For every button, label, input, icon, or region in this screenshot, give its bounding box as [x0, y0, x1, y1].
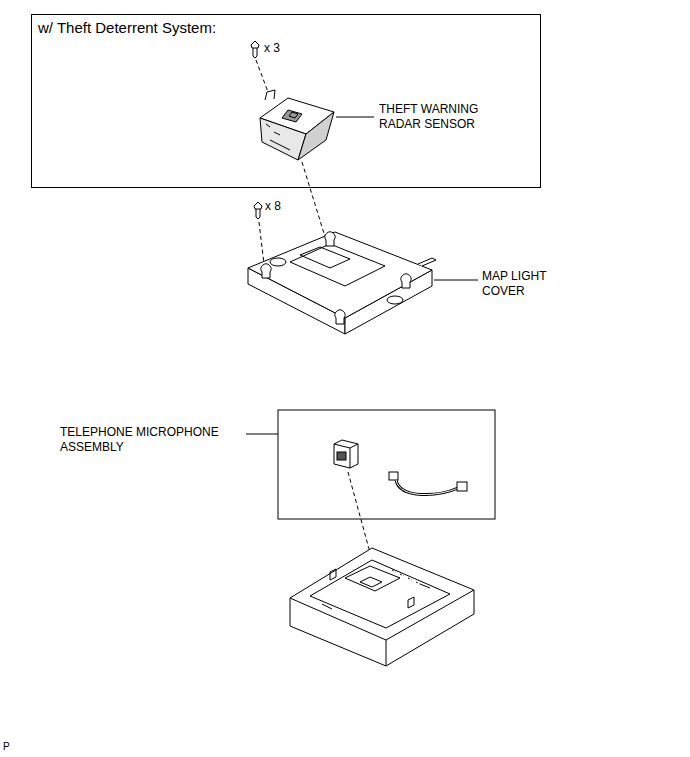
cover-hole — [270, 258, 286, 266]
part-name: MAP LIGHT COVER — [482, 269, 570, 299]
sensor-tab — [265, 90, 275, 100]
housing-edge — [290, 590, 474, 666]
mic-body — [334, 440, 358, 468]
mic-detail — [337, 452, 346, 460]
housing-detail — [310, 560, 450, 628]
page-mark: P — [3, 741, 23, 754]
part-name: TELEPHONE MICROPHONE ASSEMBLY — [60, 425, 244, 455]
leader-line — [336, 117, 374, 118]
option-box: w/ Theft Deterrent System: x 3 THEFT WARNI… — [31, 14, 541, 188]
sensor-side — [260, 118, 306, 160]
sensor-detail — [266, 124, 290, 150]
leader-line — [434, 280, 478, 281]
housing-detail — [345, 566, 400, 591]
screw-icon — [254, 202, 262, 219]
radar-sensor — [260, 90, 334, 160]
cover-hole — [387, 296, 403, 304]
map-light-cover — [248, 232, 436, 334]
microphone — [334, 440, 358, 468]
sensor-detail — [282, 110, 302, 122]
quantity-label: x 3 — [264, 41, 304, 56]
dashed-guide — [348, 472, 372, 560]
cover-clip — [335, 310, 345, 324]
cover-clip — [325, 232, 335, 246]
cover-clip — [401, 274, 411, 288]
housing-outline — [290, 548, 474, 666]
dashed-guide — [302, 162, 326, 240]
parts-box — [278, 410, 495, 519]
cover-window — [290, 244, 385, 286]
dashed-guide — [256, 60, 268, 92]
housing-detail — [322, 569, 430, 609]
sensor-front — [298, 112, 334, 160]
cable-connector — [457, 482, 467, 491]
map-light-housing — [290, 548, 474, 666]
dashed-guide — [259, 222, 264, 264]
quantity-label: x 8 — [265, 199, 305, 214]
box-heading: w/ Theft Deterrent System: — [38, 19, 298, 38]
cable-wire — [396, 480, 458, 495]
mic-face — [334, 444, 358, 468]
housing-detail — [392, 570, 420, 584]
cover-clip — [261, 264, 271, 278]
microphone-cable — [389, 472, 467, 495]
screw-icon — [251, 41, 259, 58]
part-name: THEFT WARNING RADAR SENSOR — [379, 102, 501, 132]
cover-tab — [418, 258, 436, 266]
leader-line — [246, 434, 278, 435]
cover-top — [248, 232, 432, 318]
cable-wire — [396, 480, 458, 495]
cover-window — [300, 247, 350, 268]
cable-connector — [389, 472, 398, 480]
